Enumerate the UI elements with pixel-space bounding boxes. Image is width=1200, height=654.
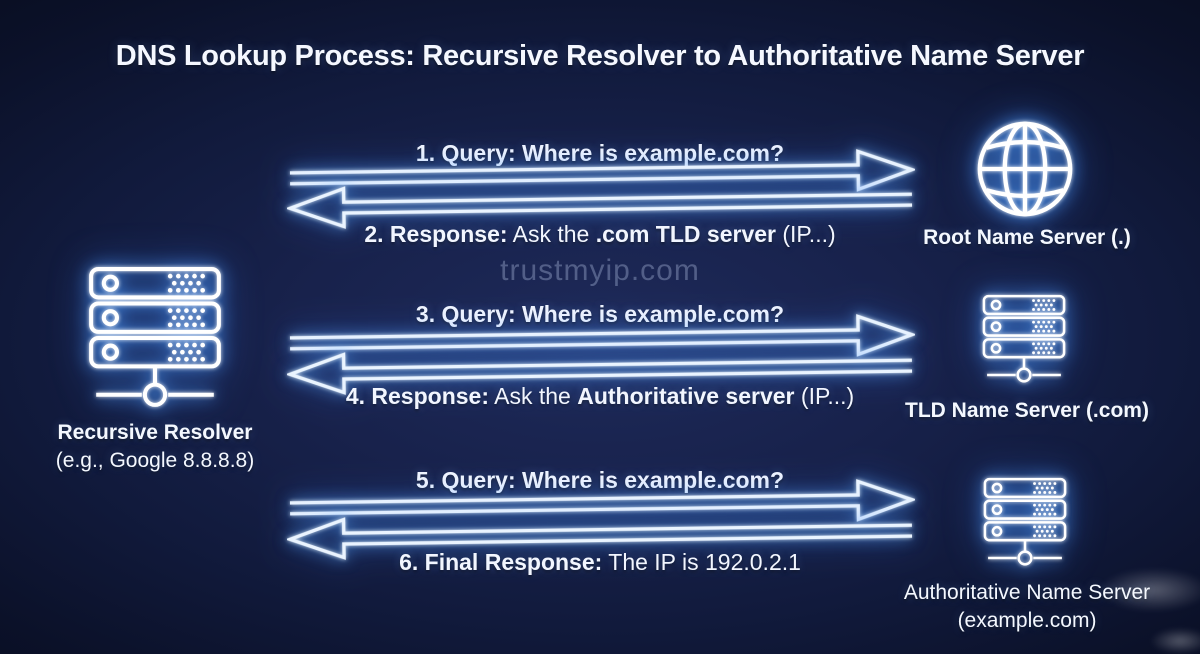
tld-server-label: TLD Name Server (.com) bbox=[905, 399, 1149, 422]
message-label-6: 6. Final Response: The IP is 192.0.2.1 bbox=[399, 549, 801, 575]
query-arrow-right-3 bbox=[289, 314, 916, 357]
message-label-2: 2. Response: Ask the .com TLD server (IP… bbox=[364, 221, 836, 247]
server-rack-icon bbox=[982, 294, 1066, 386]
response-arrow-left-6 bbox=[286, 517, 913, 560]
query-arrow-right-5 bbox=[289, 479, 916, 522]
watermark: trustmyip.com bbox=[500, 254, 700, 287]
authoritative-server-sublabel: (example.com) bbox=[957, 609, 1097, 632]
node-authoritative-server bbox=[983, 477, 1067, 574]
globe-icon bbox=[975, 119, 1075, 219]
server-rack-icon bbox=[983, 477, 1067, 569]
response-arrow-left-4 bbox=[286, 352, 913, 395]
server-rack-icon bbox=[88, 266, 222, 412]
root-server-label: Root Name Server (.) bbox=[923, 226, 1131, 249]
message-label-1: 1. Query: Where is example.com? bbox=[415, 140, 785, 166]
page-title: DNS Lookup Process: Recursive Resolver t… bbox=[115, 40, 1085, 72]
message-label-5: 5. Query: Where is example.com? bbox=[415, 467, 785, 493]
resolver-sublabel: (e.g., Google 8.8.8.8) bbox=[55, 449, 255, 472]
message-label-4: 4. Response: Ask the Authoritative serve… bbox=[345, 383, 855, 409]
node-root-server bbox=[975, 119, 1075, 224]
node-tld-server bbox=[982, 294, 1066, 391]
message-label-3: 3. Query: Where is example.com? bbox=[415, 301, 785, 327]
node-recursive-resolver bbox=[88, 266, 222, 417]
resolver-label: Recursive Resolver bbox=[57, 421, 253, 444]
response-arrow-left-2 bbox=[286, 186, 913, 229]
query-arrow-right-1 bbox=[289, 149, 916, 192]
authoritative-server-label: Authoritative Name Server bbox=[903, 581, 1151, 604]
